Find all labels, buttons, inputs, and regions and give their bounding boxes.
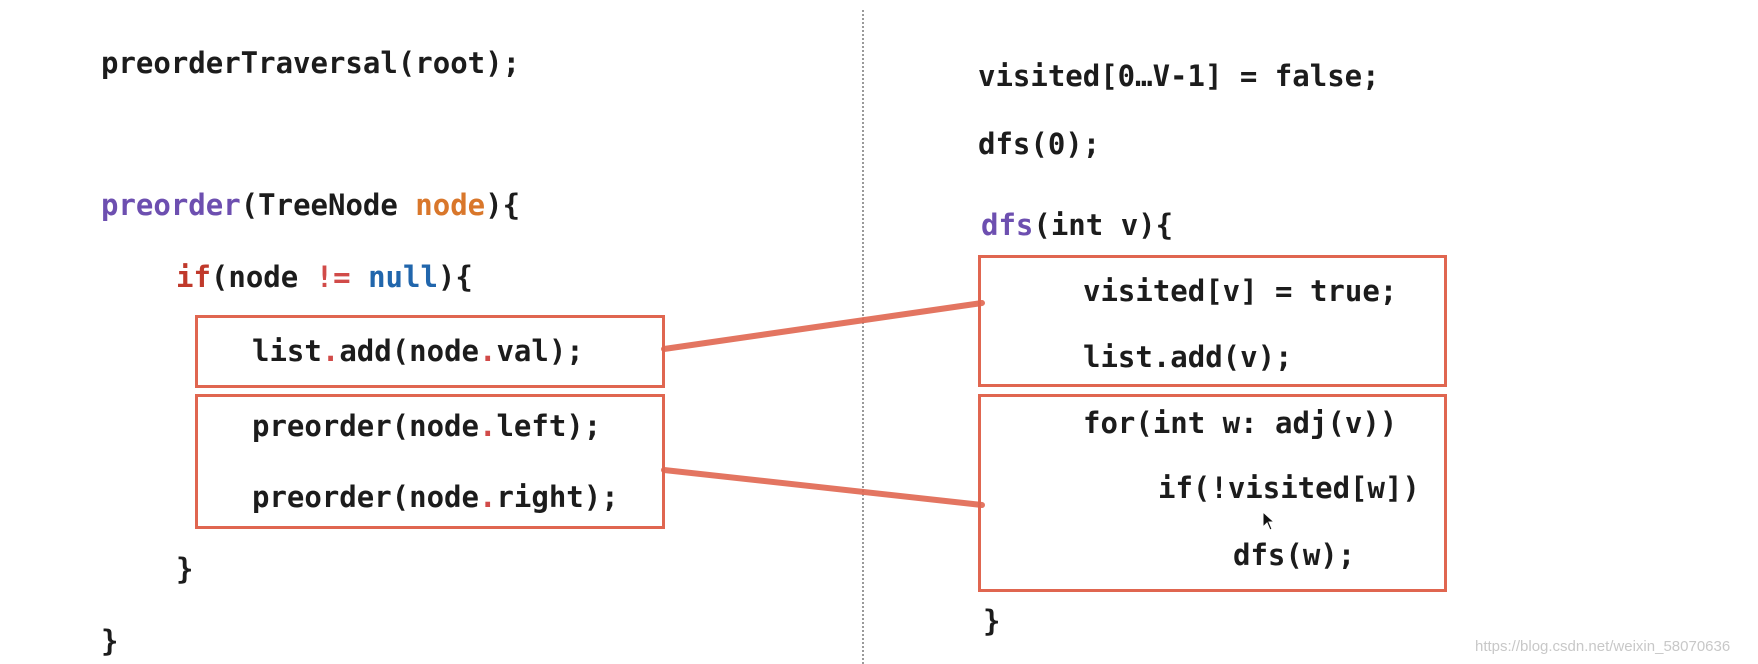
connector-visit (661, 300, 985, 352)
column-divider (862, 10, 864, 664)
preorder-traversal-call: preorderTraversal(root); (101, 46, 521, 80)
null-keyword: null (368, 260, 438, 294)
for-adj-line: for(int w: adj(v)) (1083, 406, 1398, 440)
preorder-right-line: preorder(node.right); (252, 480, 619, 514)
preorder-signature: preorder(TreeNode node){ (101, 188, 521, 222)
param-node: node (415, 188, 486, 222)
connector-recurse (661, 467, 985, 508)
recurse-box-left (195, 394, 665, 529)
if-not-visited-line: if(!visited[w]) (1158, 471, 1420, 505)
preorder-func-name: preorder (101, 188, 241, 222)
dfs-recurse-line: dfs(w); (1233, 538, 1356, 572)
if-not-null-line: if(node != null){ (176, 260, 473, 294)
dfs-func-name: dfs (981, 208, 1034, 242)
if-keyword: if (176, 260, 211, 294)
visited-true-line: visited[v] = true; (1083, 274, 1398, 308)
list-add-v-line: list.add(v); (1083, 340, 1293, 374)
watermark: https://blog.csdn.net/weixin_58070636 (1475, 638, 1731, 655)
close-if-brace: } (176, 552, 194, 586)
dfs-signature: dfs(int v){ (981, 208, 1174, 242)
mouse-cursor-icon (1262, 511, 1276, 531)
close-preorder-brace: } (101, 624, 119, 658)
list-add-val-line: list.add(node.val); (252, 334, 584, 368)
close-dfs-brace: } (983, 604, 1001, 638)
dfs-start-call: dfs(0); (978, 127, 1101, 161)
visited-init-line: visited[0…V-1] = false; (978, 59, 1380, 93)
preorder-left-line: preorder(node.left); (252, 409, 602, 443)
